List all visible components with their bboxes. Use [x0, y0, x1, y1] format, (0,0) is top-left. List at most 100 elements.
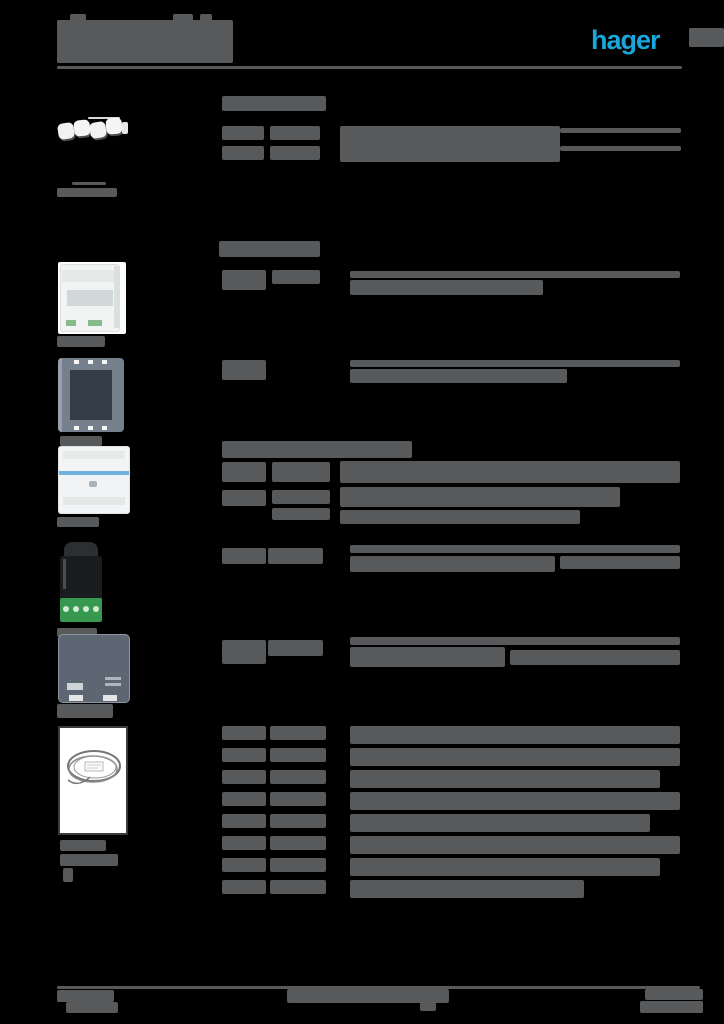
section7-row1-ref — [222, 726, 266, 740]
section2-ref — [222, 270, 266, 290]
product7-caption-3 — [63, 868, 73, 882]
din-module-blue-stripe-photo — [58, 446, 130, 514]
section2-desc — [350, 280, 543, 295]
product1-caption — [57, 188, 117, 197]
section1-row2-qty — [270, 146, 320, 160]
section2-qty — [272, 270, 320, 284]
product3-caption — [60, 436, 102, 446]
page-title-notch-1 — [70, 14, 86, 21]
section7-row1-desc — [350, 726, 680, 744]
section5-desc-right — [560, 556, 680, 569]
section4-row2-ref — [222, 490, 266, 506]
insert-knob-2 — [73, 119, 91, 137]
section6-desc-right — [510, 650, 680, 665]
section4-row1-desc — [340, 461, 680, 483]
frame-clip-bottom-3 — [102, 426, 107, 430]
section7-row2-desc — [350, 748, 680, 766]
frame-left-highlight — [58, 358, 62, 432]
section4-row2-desc — [340, 487, 620, 507]
module4-lower-band — [63, 497, 125, 505]
frame-clip-top-2 — [88, 360, 93, 364]
gateway-label — [67, 683, 83, 690]
section7-row2-qty — [270, 748, 326, 762]
section7-row4-desc — [350, 792, 680, 810]
product6-caption — [57, 704, 113, 718]
hager-logo: hager — [591, 25, 661, 55]
section5-ref — [222, 548, 266, 564]
footer-rule — [57, 986, 700, 989]
page-title-block — [57, 20, 233, 63]
terminal-pin-4 — [93, 606, 99, 612]
section1-row1-qty — [270, 126, 320, 140]
section7-row4-ref — [222, 792, 266, 806]
page-title-notch-3 — [200, 14, 212, 21]
section7-row6-desc — [350, 836, 680, 854]
section2-desc-line1 — [350, 271, 680, 278]
gateway-foot-2 — [103, 695, 117, 701]
adapter-cap — [64, 542, 98, 560]
section7-row8-desc — [350, 880, 584, 898]
frame-clip-top-3 — [102, 360, 107, 364]
footer-right-text-1 — [645, 989, 703, 1000]
terminal-pin-1 — [63, 606, 69, 612]
section7-row1-qty — [270, 726, 326, 740]
gateway-foot-1 — [69, 695, 83, 701]
section1-desc-block — [340, 126, 560, 162]
module-terminal-green-1 — [66, 320, 76, 326]
section7-row7-qty — [270, 858, 326, 872]
section7-row3-desc — [350, 770, 660, 788]
section4-heading — [222, 441, 412, 458]
module-vent-band — [62, 270, 116, 282]
ip-gateway-photo — [58, 634, 130, 703]
module4-top-band — [63, 451, 125, 459]
section7-row7-ref — [222, 858, 266, 872]
section7-row4-qty — [270, 792, 326, 806]
section4-row2-qty — [272, 490, 330, 504]
cable-coil-drawing — [67, 750, 121, 785]
frame-clip-bottom-1 — [74, 426, 79, 430]
section2-heading — [219, 241, 320, 257]
frame-clip-top-1 — [74, 360, 79, 364]
insert-knob-4 — [105, 117, 123, 135]
section7-row3-ref — [222, 770, 266, 784]
bus-cable-coil-photo — [58, 726, 128, 835]
product4-caption — [57, 517, 99, 527]
adapter-glint — [63, 559, 66, 589]
section7-row6-ref — [222, 836, 266, 850]
module4-blue-stripe — [59, 471, 129, 475]
header-rule — [57, 66, 682, 69]
section7-row8-ref — [222, 880, 266, 894]
flush-mounted-inserts-photo — [56, 114, 128, 148]
footer-center-text — [287, 989, 449, 1003]
footer-center-tail — [420, 1002, 436, 1011]
section4-row3-desc — [340, 510, 580, 524]
gateway-line-2 — [105, 683, 121, 686]
section3-desc — [350, 369, 567, 383]
product7-caption-2 — [60, 854, 118, 866]
section3-desc-line1 — [350, 360, 680, 367]
gateway-line-1 — [105, 677, 121, 680]
section4-row1-ref — [222, 462, 266, 482]
section7-row3-qty — [270, 770, 326, 784]
insert-end-cap — [122, 122, 128, 134]
footer-page-badge-1 — [57, 990, 114, 1002]
frame-screen — [70, 370, 112, 420]
section7-row8-qty — [270, 880, 326, 894]
section6-desc-line1 — [350, 637, 680, 645]
section5-qty — [268, 548, 323, 564]
module-terminal-green-2 — [88, 320, 102, 326]
section7-row2-ref — [222, 748, 266, 762]
footer-page-badge-2 — [66, 1002, 118, 1013]
adapter-body — [60, 556, 102, 602]
terminal-pin-2 — [73, 606, 79, 612]
frame-clip-bottom-2 — [88, 426, 93, 430]
section1-row1-priceline — [560, 128, 681, 133]
module4-center-dot — [89, 481, 97, 487]
insert-knob-1 — [56, 121, 76, 141]
interface-adapter-photo — [58, 542, 104, 622]
module-side-shadow — [114, 266, 119, 328]
product7-caption-1 — [60, 840, 106, 851]
section6-desc — [350, 647, 505, 667]
section1-heading — [222, 96, 326, 111]
